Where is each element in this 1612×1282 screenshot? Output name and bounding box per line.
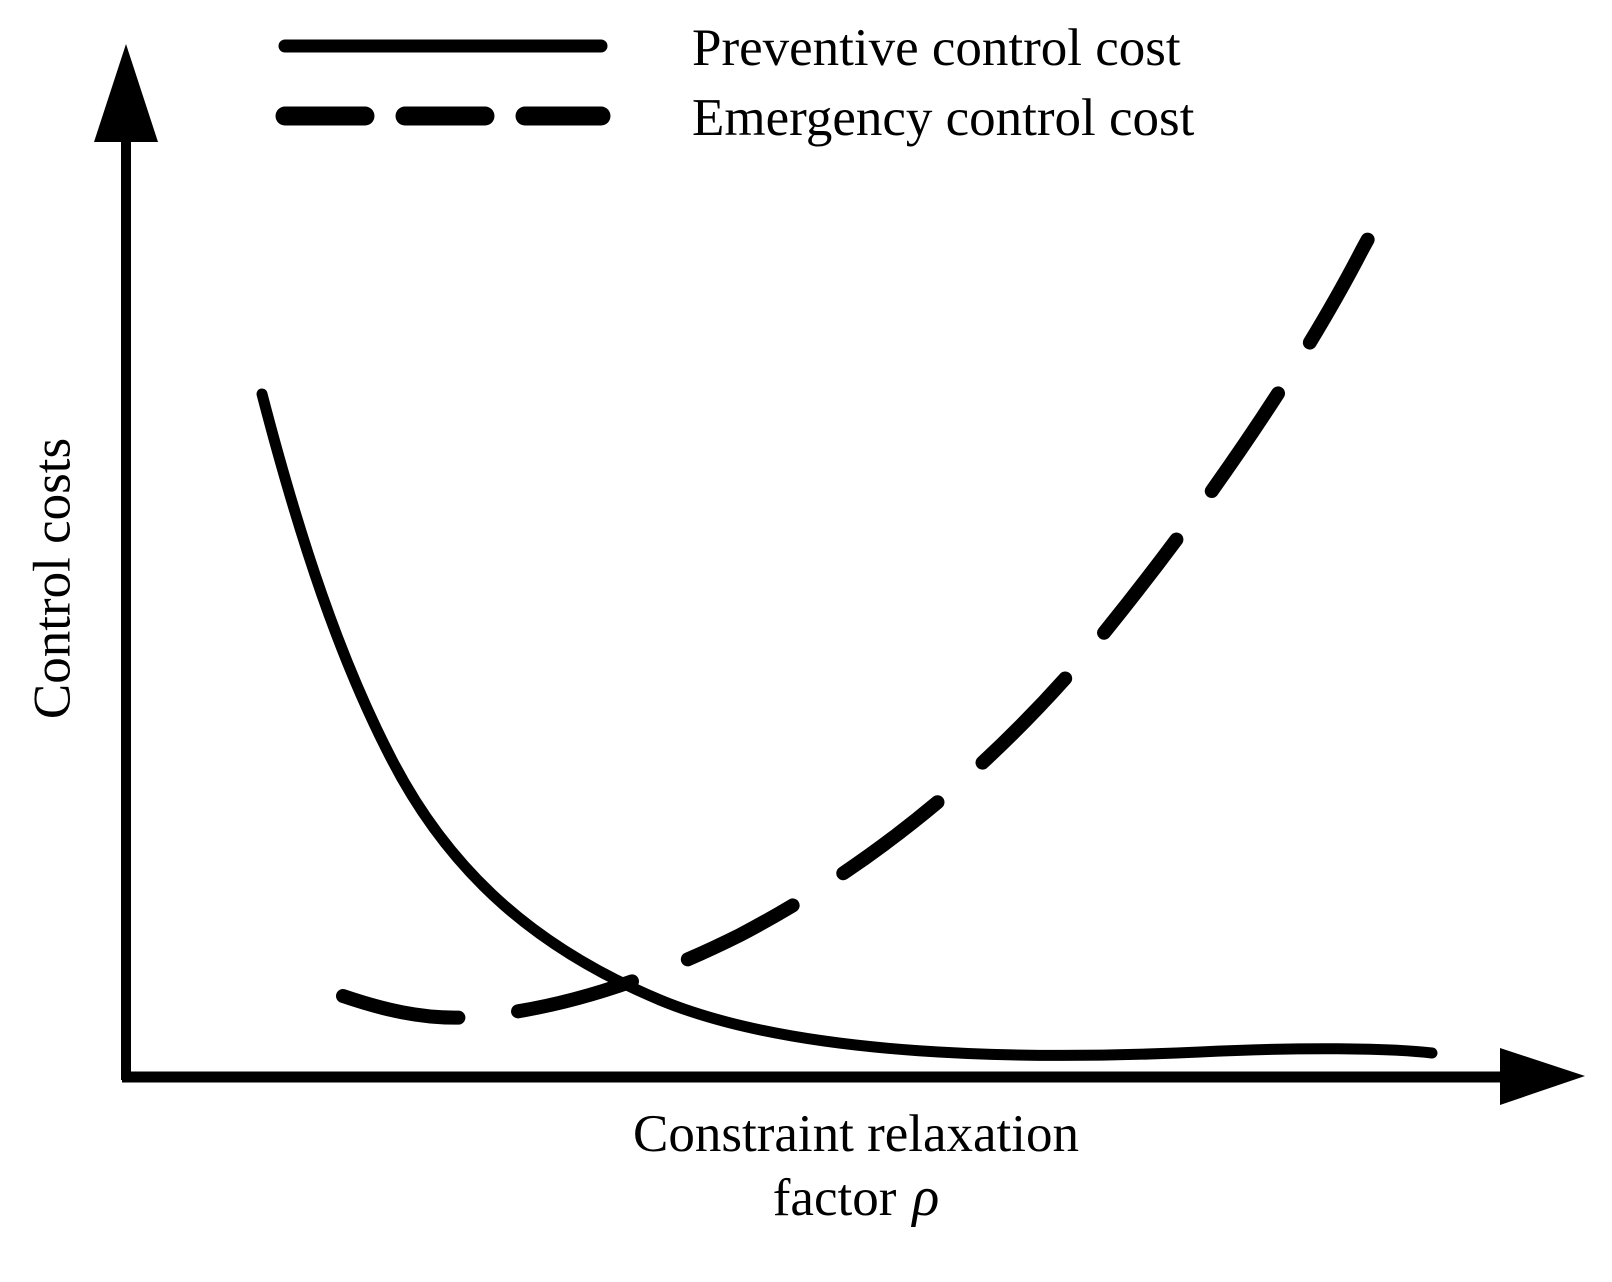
legend-label-preventive-control-cost: Preventive control cost (692, 19, 1181, 77)
x-axis-title-line1: Constraint relaxation (633, 1105, 1079, 1163)
x-axis-title-line2-text: factor (772, 1168, 897, 1227)
rho-symbol: ρ (912, 1165, 940, 1228)
arrow-up-icon (94, 44, 158, 142)
arrow-right-icon (1500, 1048, 1585, 1105)
series-preventive-control-cost (256, 388, 1438, 1061)
y-axis-title: Control costs (23, 437, 82, 720)
series-emergency-control-cost (336, 198, 1395, 1025)
legend-label-emergency-control-cost: Emergency control cost (692, 89, 1195, 147)
